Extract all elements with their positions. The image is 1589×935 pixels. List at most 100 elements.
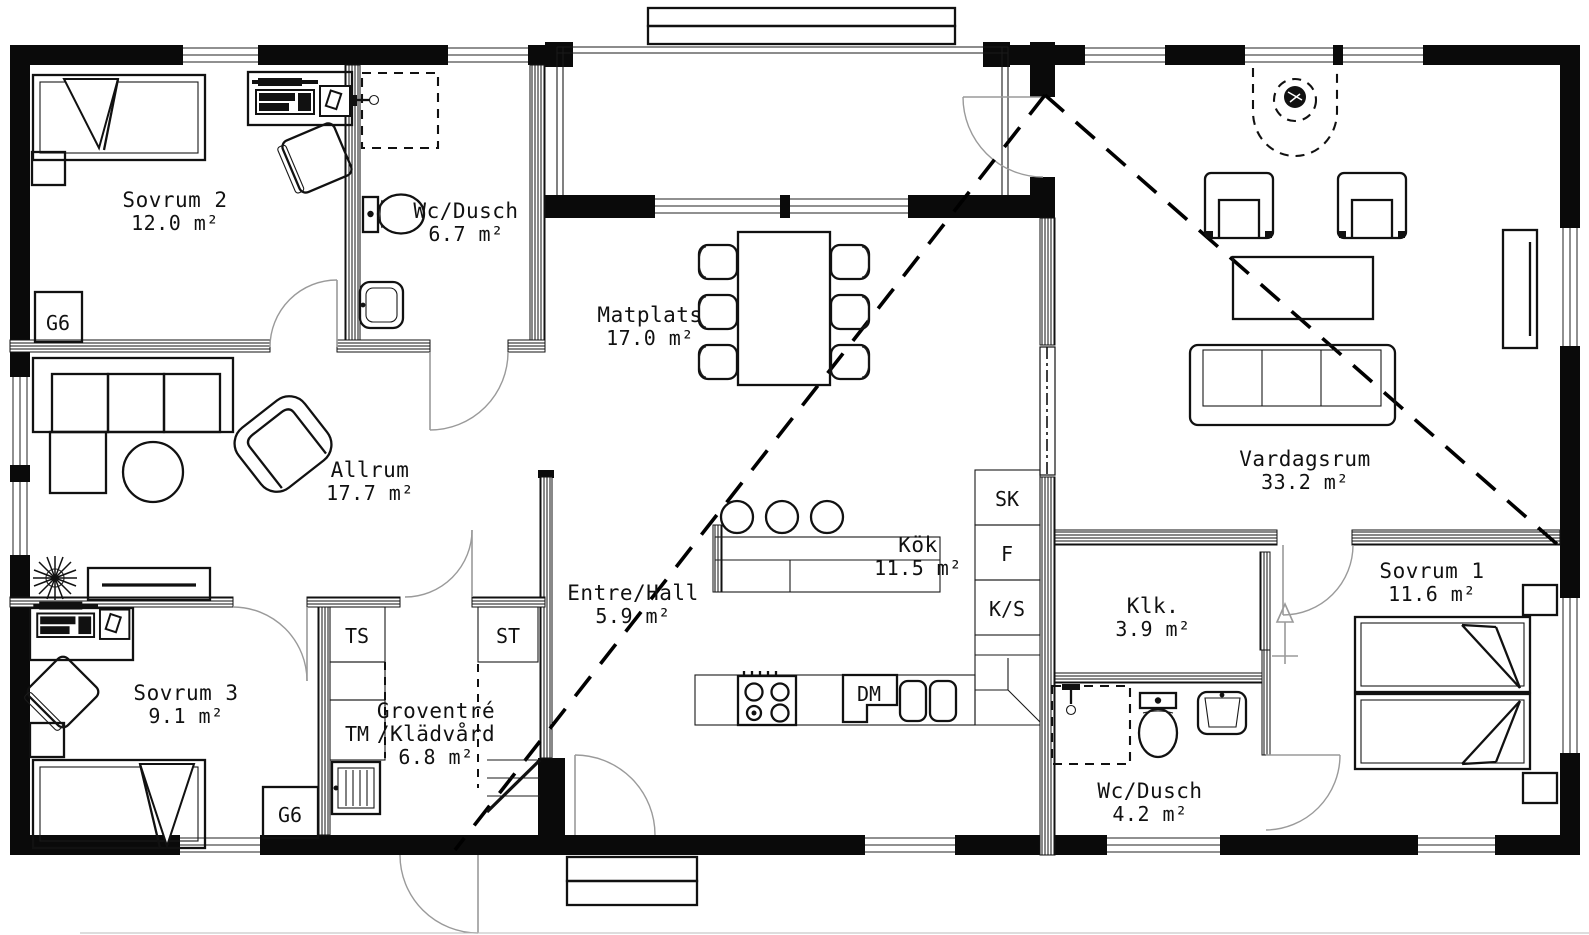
label-entre-hall: Entre/Hall 5.9 m² bbox=[567, 581, 698, 628]
shower bbox=[360, 71, 440, 150]
wardrobe-g6: G6 bbox=[33, 290, 84, 344]
corner-cabinet bbox=[975, 654, 1041, 726]
tall-cabinet-sk: SK bbox=[974, 469, 1041, 526]
room-name: Wc/Dusch bbox=[413, 199, 518, 223]
label-sovrum2: Sovrum 2 12.0 m² bbox=[122, 188, 227, 235]
room-name: Kök bbox=[898, 533, 937, 557]
wardrobe-label: G6 bbox=[278, 803, 302, 827]
room-name: Matplats bbox=[597, 303, 702, 327]
room-area: 6.7 m² bbox=[428, 222, 503, 246]
sink bbox=[358, 280, 405, 330]
bed bbox=[1353, 692, 1532, 771]
label-wcdusch-bottom: Wc/Dusch 4.2 m² bbox=[1097, 779, 1202, 826]
room-area: 33.2 m² bbox=[1261, 470, 1349, 494]
room-name: /Klädvård bbox=[377, 721, 495, 746]
room-name: Vardagsrum bbox=[1239, 447, 1370, 471]
label-wcdusch-top: Wc/Dusch 6.7 m² bbox=[413, 199, 518, 246]
room-area: 6.8 m² bbox=[398, 745, 473, 769]
sliding-door-vardagsrum bbox=[1039, 346, 1056, 476]
label-vardagsrum: Vardagsrum 33.2 m² bbox=[1239, 447, 1370, 494]
room-area: 11.6 m² bbox=[1388, 582, 1476, 606]
bar-stool bbox=[764, 499, 800, 535]
label-klk: Klk. 3.9 m² bbox=[1115, 594, 1190, 641]
sk-label: SK bbox=[995, 487, 1019, 511]
bar-stool bbox=[719, 499, 755, 535]
shower-mixer bbox=[1062, 684, 1080, 716]
armchair bbox=[1203, 171, 1275, 240]
toilet bbox=[1137, 691, 1179, 759]
window bbox=[1343, 45, 1423, 65]
window bbox=[1085, 45, 1165, 65]
f-label: F bbox=[1001, 542, 1013, 566]
bar-stool bbox=[809, 499, 845, 535]
room-area: 11.5 m² bbox=[874, 556, 962, 580]
corner-sofa bbox=[31, 356, 235, 495]
nightstand bbox=[30, 150, 67, 187]
nightstand bbox=[1521, 583, 1559, 617]
window bbox=[1245, 45, 1333, 65]
room-name: Entre/Hall bbox=[567, 581, 698, 605]
kok-fixtures: DM SK F K/S bbox=[694, 469, 1041, 727]
counter bbox=[329, 661, 386, 701]
label-allrum: Allrum 17.7 m² bbox=[326, 458, 414, 505]
section-line-a bbox=[453, 93, 1047, 852]
dishwasher: DM bbox=[841, 673, 899, 724]
shower bbox=[1050, 684, 1132, 766]
room-name: Sovrum 1 bbox=[1379, 559, 1484, 583]
room-area: 12.0 m² bbox=[131, 211, 219, 235]
sink bbox=[1196, 690, 1248, 736]
veranda-step bbox=[646, 6, 957, 46]
window bbox=[448, 45, 528, 65]
kitchen-island bbox=[714, 536, 941, 593]
wcdusch-top-fixtures bbox=[350, 71, 440, 330]
ts-label: TS bbox=[345, 624, 369, 648]
veranda bbox=[556, 46, 1009, 195]
sovrum3-furniture: G6 bbox=[24, 600, 320, 850]
dining-table bbox=[736, 230, 832, 387]
window bbox=[1560, 228, 1580, 346]
groventre-fixtures: TS TM ST bbox=[329, 606, 542, 816]
slatted-door bbox=[330, 760, 382, 816]
wcdusch-bottom-fixtures bbox=[1050, 684, 1248, 766]
window bbox=[1107, 835, 1220, 855]
window bbox=[865, 835, 955, 855]
window bbox=[1418, 835, 1495, 855]
dm-label: DM bbox=[857, 682, 881, 706]
cleaning-closet-st: ST bbox=[477, 606, 539, 663]
vardagsrum-furniture bbox=[1188, 68, 1539, 427]
door-entrance bbox=[574, 754, 656, 836]
glass-door bbox=[790, 195, 908, 218]
freezer-ks: K/S bbox=[974, 579, 1041, 636]
room-name: Allrum bbox=[331, 458, 410, 482]
bed bbox=[31, 758, 207, 850]
coffee-table bbox=[1231, 255, 1375, 321]
sovrum2-furniture: G6 bbox=[30, 70, 354, 344]
toilet bbox=[361, 193, 426, 235]
bed bbox=[31, 73, 207, 162]
nightstand bbox=[28, 721, 66, 759]
allrum-furniture bbox=[31, 356, 333, 602]
door-sovrum2 bbox=[269, 279, 338, 348]
door-groventre-exterior bbox=[399, 854, 479, 934]
glass-door bbox=[655, 195, 780, 218]
sofa bbox=[1188, 343, 1397, 427]
room-area: 5.9 m² bbox=[595, 604, 670, 628]
room-area: 3.9 m² bbox=[1115, 617, 1190, 641]
door-wcdusch-bottom bbox=[1265, 754, 1341, 831]
wardrobe-g6: G6 bbox=[261, 785, 320, 840]
room-area: 17.7 m² bbox=[326, 481, 414, 505]
desk-chair bbox=[24, 655, 100, 731]
door-sovrum1 bbox=[1282, 544, 1354, 616]
entry-arrow bbox=[1272, 602, 1298, 664]
sliding-door-klk bbox=[1259, 551, 1271, 651]
label-kok: Kök 11.5 m² bbox=[874, 533, 962, 580]
windows bbox=[10, 45, 1580, 855]
sink-basin bbox=[928, 679, 958, 723]
fireplace bbox=[1251, 68, 1339, 158]
room-name: Sovrum 2 bbox=[122, 188, 227, 212]
door-veranda bbox=[962, 96, 1044, 178]
washing-machine-tm: TM bbox=[329, 699, 386, 761]
door-sovrum3 bbox=[232, 606, 308, 682]
armchair bbox=[1336, 171, 1408, 240]
